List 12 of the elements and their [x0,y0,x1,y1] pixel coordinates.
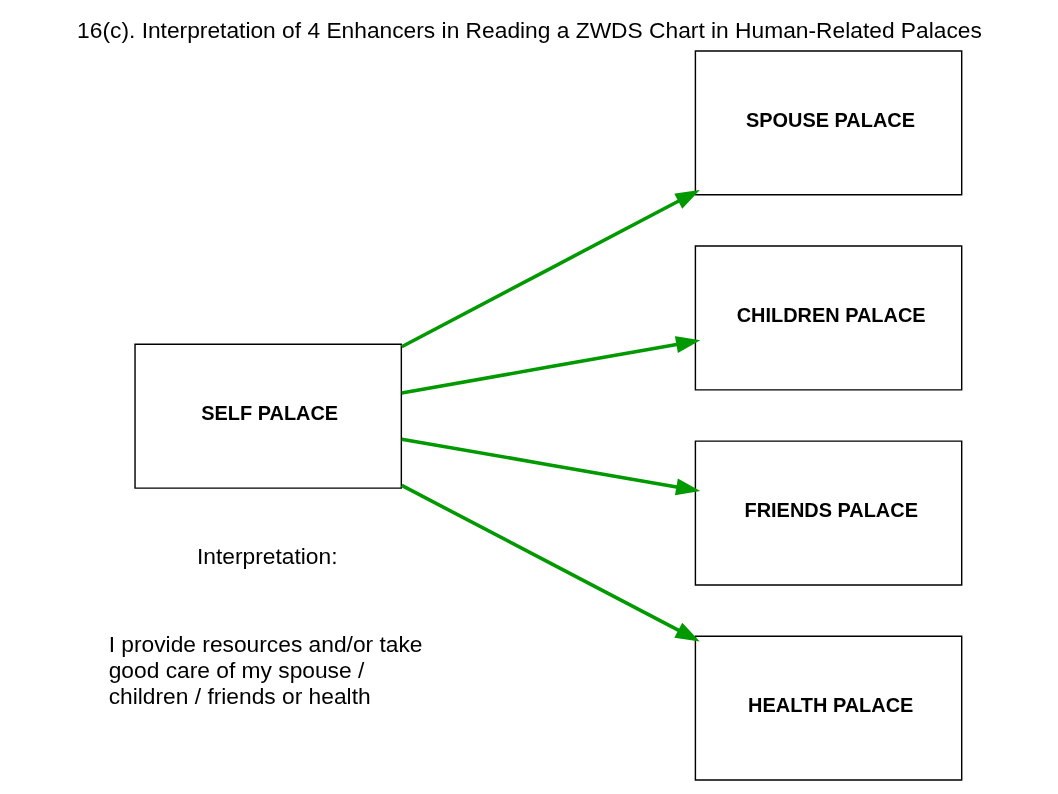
node-box: FRIENDS PALACE [694,440,962,586]
node-box: HEALTH PALACE [694,635,962,781]
label: I provide resources and/or take good care of my spouse / children / friends or health [108,631,423,709]
label: Interpretation: [196,543,337,570]
arrow [400,437,700,496]
node-box: CHILDREN PALACE [694,245,962,391]
arrow [400,336,700,395]
arrow [400,483,700,642]
diagram-title: 16(c). Interpretation of 4 Enhancers in Reading a ZWDS Chart in Human-Related Palaces [76,16,982,43]
node-box: SPOUSE PALACE [694,50,962,196]
node-box: SELF PALACE [133,343,402,489]
arrow [400,189,700,349]
